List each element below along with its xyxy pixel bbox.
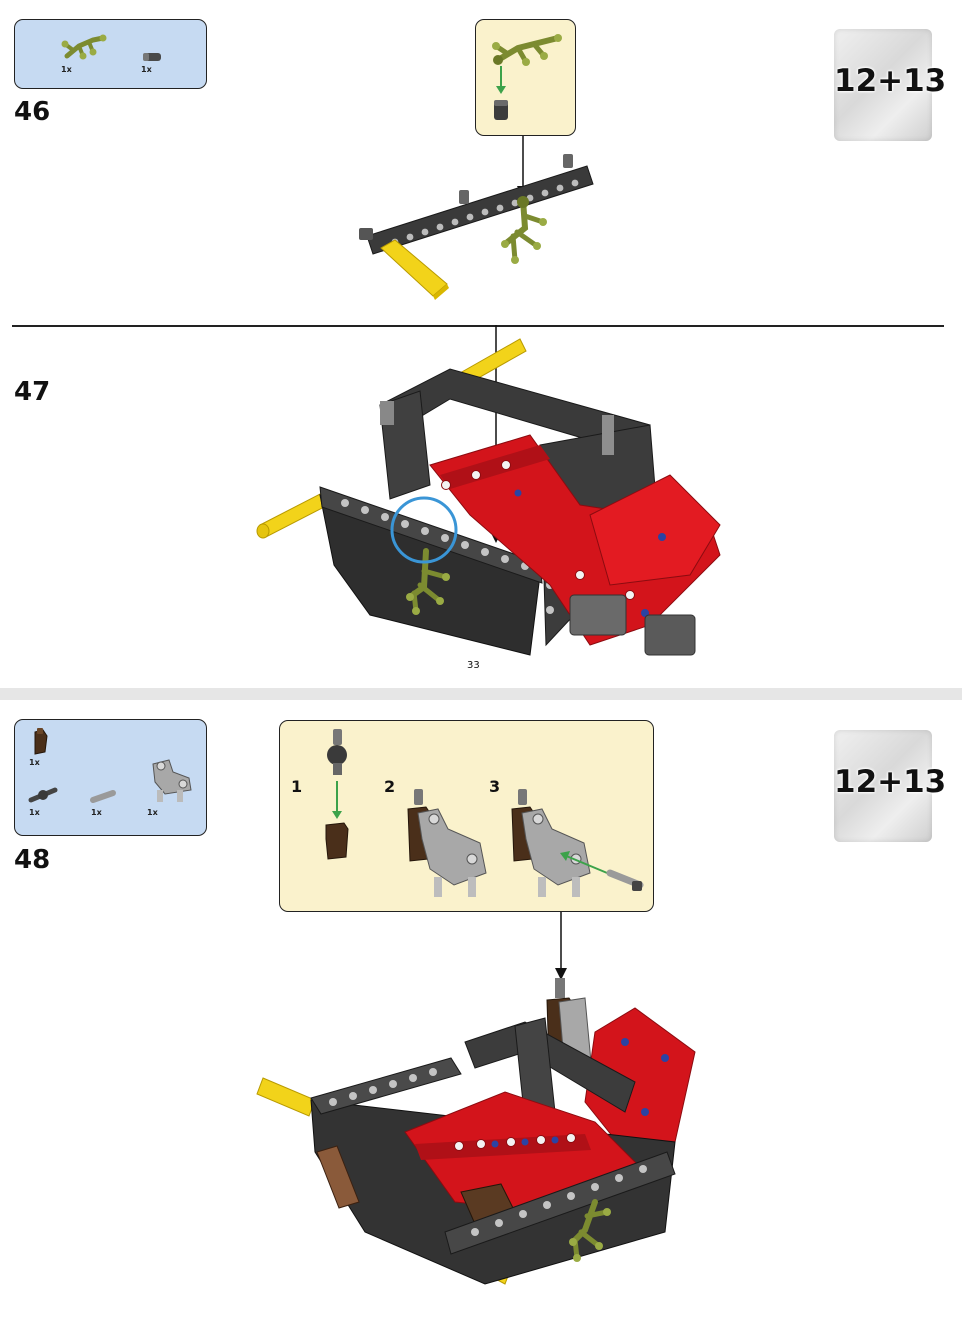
parts-callout-step-48: 1x 1x 1x 1x	[14, 719, 207, 836]
branch-and-pin-assembly-icon	[492, 34, 562, 120]
sub-assembly-callout-step-46	[475, 19, 576, 136]
part-qty: 1x	[147, 808, 158, 817]
page-number: 33	[467, 660, 480, 671]
page-33: 1x 1x 46	[12, 19, 947, 671]
axle-pin-with-bushing-icon	[28, 787, 58, 803]
olive-branch-element-icon	[61, 34, 107, 60]
substep-number: 1	[291, 777, 303, 796]
substep-1-illustration	[325, 729, 349, 860]
step-47-frame-assembly-illustration	[256, 325, 721, 656]
step-48-frame-assembly-illustration	[256, 912, 696, 1285]
substep-number: 3	[489, 777, 501, 796]
substep-3-illustration	[511, 789, 644, 897]
bag-label: 12+13	[834, 764, 947, 800]
step-divider	[12, 325, 944, 327]
sub-assembly-callout-step-48: 1 2 3	[279, 720, 654, 912]
parts-bag-step-46: 12+13	[834, 29, 947, 141]
substep-number: 2	[384, 777, 396, 796]
page-separator	[0, 688, 962, 700]
bag-label: 12+13	[834, 63, 947, 99]
step-number-48: 48	[14, 845, 51, 875]
page-34: 1x 1x 1x 1x 48 1 2 3	[0, 700, 962, 1344]
part-qty: 1x	[29, 808, 40, 817]
part-qty: 1x	[61, 65, 72, 74]
step-number-46: 46	[14, 97, 51, 127]
substep-2-illustration	[407, 789, 487, 897]
black-pin-connector-icon	[143, 53, 161, 61]
grey-pin-icon	[90, 790, 116, 803]
grey-double-connector-icon	[152, 759, 192, 802]
part-qty: 1x	[91, 808, 102, 817]
part-qty: 1x	[29, 758, 40, 767]
parts-callout-step-46: 1x 1x	[14, 19, 207, 89]
step-46-beam-assembly-illustration	[359, 136, 594, 300]
brown-connector-icon	[34, 728, 48, 755]
step-number-47: 47	[14, 377, 51, 407]
part-qty: 1x	[141, 65, 152, 74]
parts-bag-step-48: 12+13	[834, 730, 947, 842]
